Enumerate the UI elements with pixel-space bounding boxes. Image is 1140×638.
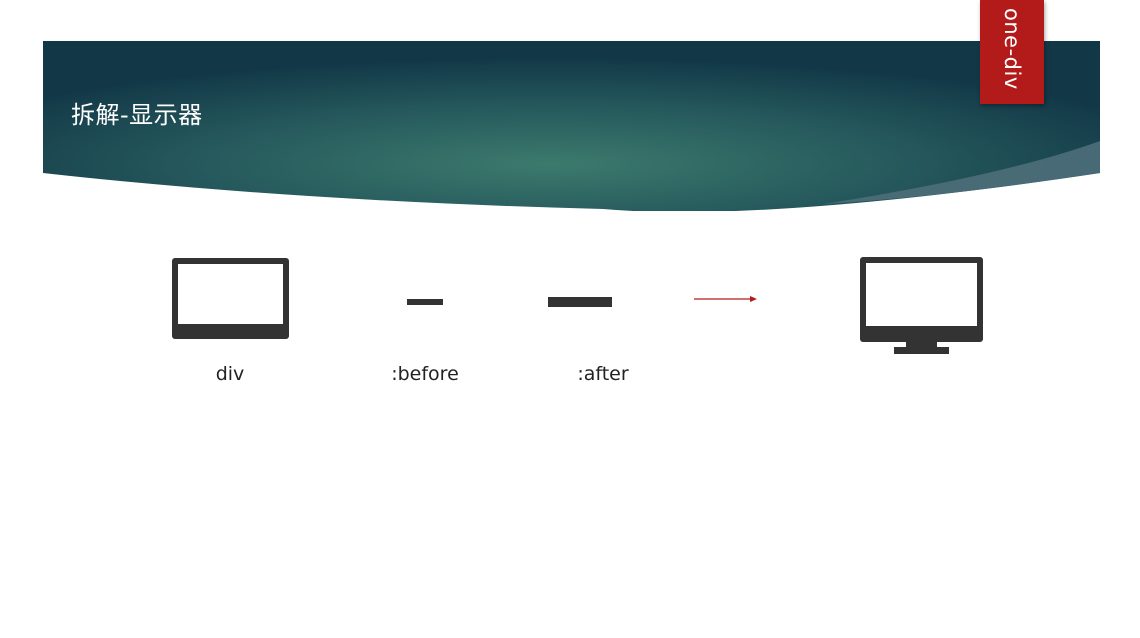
arrow-right-icon <box>694 289 758 302</box>
long-bar-icon <box>548 297 612 307</box>
banner-shape <box>43 41 1100 211</box>
tag-label: one-div <box>1000 8 1024 90</box>
monitor-screen-icon <box>172 258 289 339</box>
header-banner <box>43 41 1100 211</box>
part-label-div: div <box>215 363 245 385</box>
part-label-after: :after <box>577 363 629 385</box>
one-div-tag: one-div <box>980 0 1044 104</box>
part-label-before: :before <box>391 363 459 385</box>
slide-title: 拆解-显示器 <box>71 101 203 129</box>
short-bar-icon <box>407 299 443 305</box>
monitor-icon <box>860 257 983 354</box>
